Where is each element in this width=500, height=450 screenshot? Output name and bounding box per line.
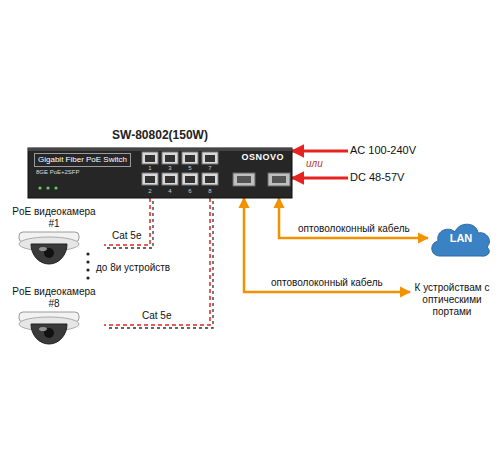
port-number: 7 [208, 165, 211, 171]
camera-device: PoE видеокамера #1 [4, 206, 104, 270]
utp-cable [104, 198, 150, 245]
switch-device: SW-80802(150W)Gigabit Fiber PoE Switch8G… [28, 148, 292, 198]
rj45-port [182, 152, 198, 164]
separator-word: или [306, 158, 323, 170]
fiber-cable [244, 198, 410, 292]
port-number: 2 [148, 188, 151, 194]
rj45-port [162, 152, 178, 164]
status-led [54, 186, 57, 189]
port-number: 5 [188, 165, 191, 171]
ellipsis-dot [86, 276, 89, 279]
rj45-port [162, 173, 178, 185]
rj45-port [202, 152, 218, 164]
ellipsis-dot [86, 252, 89, 255]
camera-highlight [39, 327, 47, 331]
rj45-port [142, 173, 158, 185]
power-arrow [292, 177, 348, 180]
camera-device: PoE видеокамера #8 [4, 286, 104, 350]
port-number: 4 [168, 188, 171, 194]
rj45-socket [165, 176, 175, 183]
cable-label: Cat 5e [140, 310, 173, 322]
port-number: 3 [168, 165, 171, 171]
camera-label: PoE видеокамера #8 [4, 286, 104, 310]
sfp-socket [237, 176, 251, 183]
ellipsis-dot [86, 268, 89, 271]
sfp-port [233, 173, 255, 186]
product-name: Gigabit Fiber PoE Switch [34, 153, 131, 167]
cable-label: Cat 5e [110, 230, 143, 242]
network-label: LAN [428, 218, 494, 258]
power-label: DC 48-57V [348, 171, 406, 184]
switch-top-edge [28, 148, 292, 151]
rj45-port [202, 173, 218, 185]
ellipsis-dot [86, 260, 89, 263]
camera-highlight [39, 247, 47, 251]
sfp-port [268, 173, 290, 186]
camera-dome [31, 244, 67, 264]
status-led [38, 186, 41, 189]
camera-label: PoE видеокамера #1 [4, 206, 104, 230]
rj45-socket [185, 176, 195, 183]
model-title: SW-80802(150W) [28, 128, 292, 142]
lan-cloud: LAN [428, 218, 494, 258]
rj45-socket [205, 176, 215, 183]
target-label: К устройствам с оптическими портами [410, 282, 494, 318]
sfp-socket [272, 176, 286, 183]
rj45-port [142, 152, 158, 164]
rj45-port [182, 173, 198, 185]
optical-devices: К устройствам с оптическими портами [410, 282, 494, 318]
camera-device-art [14, 230, 84, 270]
port-spec: 8GE PoE+2SFP [36, 169, 80, 176]
port-number: 1 [148, 165, 151, 171]
ellipsis-dots [86, 252, 89, 279]
status-led [46, 186, 49, 189]
camera-dome [31, 324, 67, 344]
power-arrow [292, 150, 348, 153]
cable-pair-line [107, 201, 153, 248]
cable-label: оптоволоконный кабель [296, 223, 412, 235]
power-label: AC 100-240V [348, 144, 418, 157]
power-source: DC 48-57V [348, 171, 406, 184]
rj45-socket [205, 155, 215, 162]
fiber-cable [279, 198, 428, 238]
switch-body [28, 148, 292, 198]
power-source: AC 100-240V [348, 144, 418, 157]
utp-cable [104, 198, 210, 325]
rj45-socket [145, 176, 155, 183]
port-number: 6 [188, 188, 191, 194]
device-count-note: до 8и устройств [96, 262, 170, 274]
rj45-socket [145, 155, 155, 162]
port-number: 8 [208, 188, 211, 194]
cable-label: оптоволоконный кабель [269, 277, 385, 289]
rj45-socket [165, 155, 175, 162]
rj45-socket [185, 155, 195, 162]
brand-logo: OSNOVO [241, 152, 284, 163]
camera-device-art [14, 310, 84, 350]
